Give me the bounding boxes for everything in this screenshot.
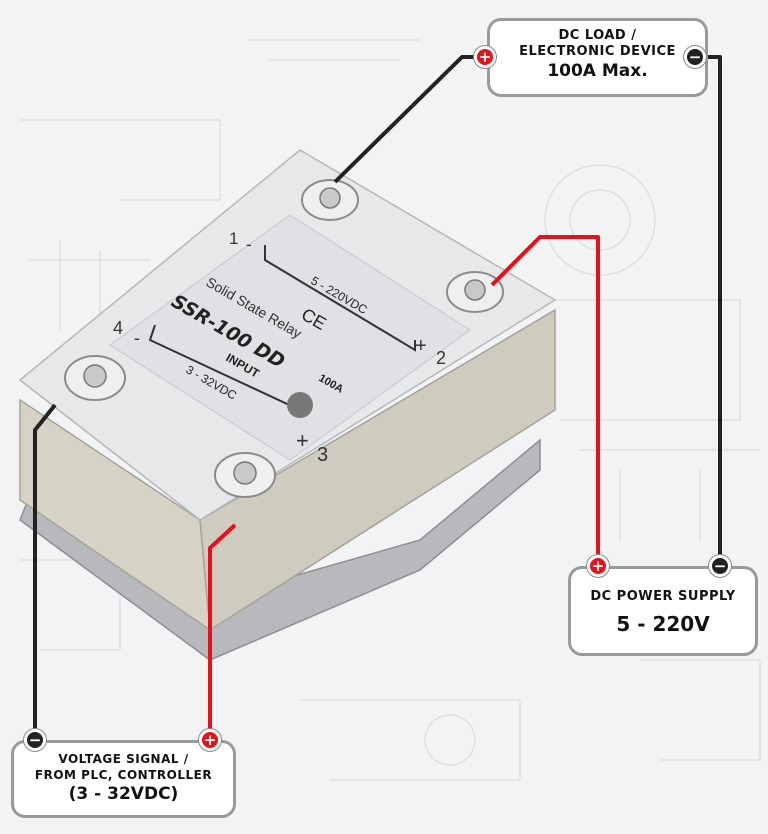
terminal-2-number: 2	[436, 348, 446, 368]
terminal-4-sign: -	[134, 328, 140, 348]
dc-load-subtitle: ELECTRONIC DEVICE	[519, 44, 676, 59]
wire-load-negative-to-psu	[700, 55, 722, 562]
dc-load-rating: 100A Max.	[547, 61, 648, 81]
terminal-2-sign: +	[415, 335, 427, 357]
terminal-3-sign: +	[296, 428, 309, 453]
power-supply-voltage: 5 - 220V	[616, 612, 710, 636]
power-supply-label: DC POWER SUPPLY	[590, 589, 736, 604]
terminal-4-number: 4	[113, 318, 123, 338]
terminal-3-number: 3	[317, 444, 328, 466]
terminal-1-sign: -	[246, 235, 252, 254]
dc-power-supply-box: DC POWER SUPPLY 5 - 220V	[568, 566, 758, 656]
wire-terminal-1-to-load	[333, 55, 478, 184]
psu-positive-terminal-icon: +	[587, 555, 609, 577]
wire-terminal-4-to-signal-negative	[33, 403, 57, 738]
relay-side-face	[199, 308, 556, 632]
signal-title: VOLTAGE SIGNAL /	[58, 752, 189, 766]
psu-negative-terminal-icon: −	[709, 555, 731, 577]
signal-range: (3 - 32VDC)	[68, 784, 179, 804]
signal-subtitle: FROM PLC, CONTROLLER	[34, 768, 213, 782]
relay-label-area	[109, 214, 471, 461]
terminal-1-number: 1	[229, 229, 238, 248]
status-led	[287, 392, 313, 418]
signal-positive-terminal-icon: +	[199, 729, 221, 751]
relay-body: 5 - 220VDC CE Solid State Relay SSR-100 …	[18, 149, 557, 661]
signal-negative-terminal-icon: −	[24, 729, 46, 751]
load-positive-terminal-icon: +	[474, 46, 496, 68]
wire-terminal-3-to-signal-positive	[208, 523, 237, 738]
voltage-signal-box: VOLTAGE SIGNAL / FROM PLC, CONTROLLER (3…	[11, 740, 236, 818]
load-negative-terminal-icon: −	[684, 46, 706, 68]
dc-load-box: DC LOAD / ELECTRONIC DEVICE 100A Max.	[487, 18, 708, 97]
dc-load-title: DC LOAD /	[558, 28, 637, 43]
wire-terminal-2-to-psu-positive	[490, 235, 600, 562]
